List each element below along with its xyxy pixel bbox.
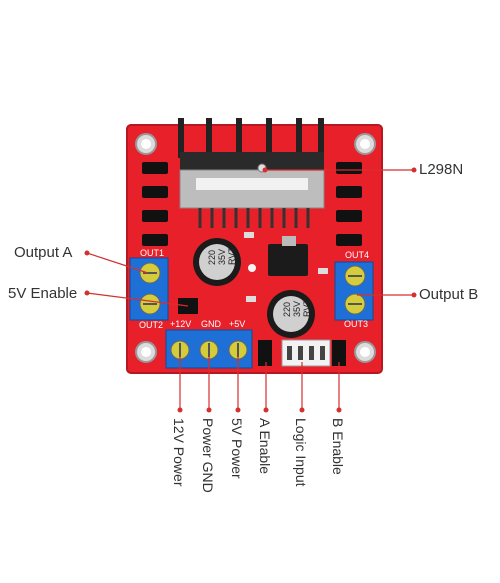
label-power-gnd: Power GND	[200, 418, 216, 493]
leader-lines	[84, 167, 417, 413]
silk-out2: OUT2	[139, 320, 163, 330]
cap-left-line3: RVT	[227, 247, 237, 265]
silkscreen: OUT1 OUT2 OUT3 OUT4 +12V GND +5V	[139, 248, 369, 330]
label-5v-power: 5V Power	[229, 418, 245, 479]
silk-5v: +5V	[229, 319, 245, 329]
label-a-enable: A Enable	[257, 418, 273, 475]
diodes	[142, 162, 362, 246]
silk-12v: +12V	[170, 319, 191, 329]
terminal-right	[334, 261, 374, 321]
cap-left-line2: 35V	[217, 249, 227, 265]
label-logic-input: Logic Input	[293, 418, 309, 487]
cap-right-line3: RVT	[302, 299, 312, 317]
label-5v-enable: 5V Enable	[8, 285, 78, 302]
smd-components	[244, 232, 328, 302]
silk-gnd: GND	[201, 319, 222, 329]
label-l298n: L298N	[419, 161, 464, 178]
cap-right-line2: 35V	[292, 301, 302, 317]
label-output-a: Output A	[14, 244, 73, 261]
cap-right-line1: 220	[282, 302, 292, 317]
silk-out1: OUT1	[140, 248, 164, 258]
chip-pins	[198, 208, 310, 228]
voltage-regulator	[248, 236, 308, 276]
label-output-b: Output B	[419, 286, 479, 303]
silk-out4: OUT4	[345, 250, 369, 260]
heatsink	[178, 118, 325, 209]
silk-out3: OUT3	[344, 319, 368, 329]
header-pins	[258, 339, 346, 367]
terminal-left	[129, 257, 169, 321]
capacitor-left: 220 35V RVT	[193, 238, 241, 286]
label-12v-power: 12V Power	[171, 418, 187, 487]
label-b-enable: B Enable	[330, 418, 346, 475]
capacitor-right: 220 35V RVT	[267, 290, 315, 338]
cap-left-line1: 220	[207, 250, 217, 265]
mounting-holes	[135, 133, 376, 363]
